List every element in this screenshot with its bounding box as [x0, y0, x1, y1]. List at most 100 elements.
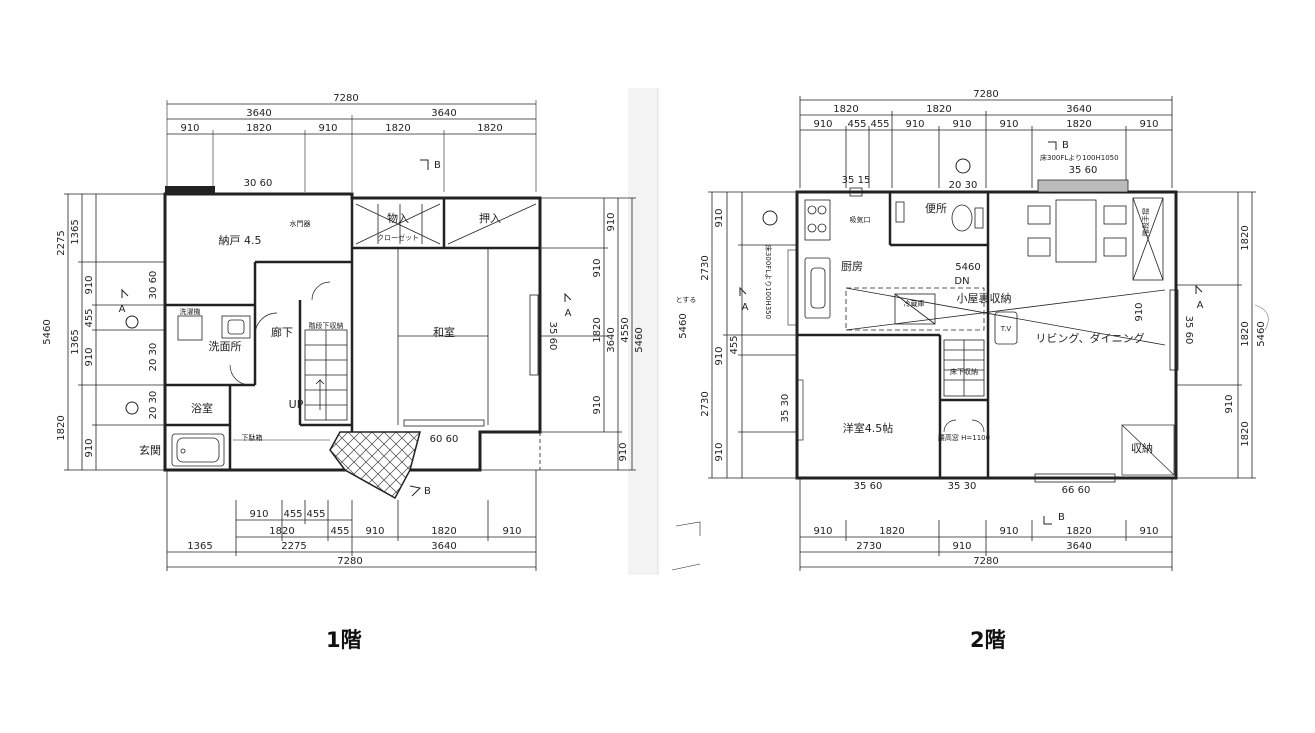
f2-dim-b1c: 910 [999, 526, 1018, 537]
f2-room-shuno: 収納 [1131, 442, 1153, 455]
f2-dim-t5: 910 [952, 119, 971, 130]
f1-dim-t3: 910 [318, 123, 337, 134]
f2-dim-t3: 455 [870, 119, 889, 130]
f1-dim-b1b: 455 [283, 509, 302, 520]
f1-dim-r910b: 910 [592, 258, 603, 277]
f1-window-3560: 35 60 [547, 322, 558, 351]
f2-section-b-top: B [1062, 140, 1069, 151]
f1-dim-r5460: 5460 [634, 327, 645, 352]
f2-dim-b1d: 1820 [1066, 526, 1091, 537]
f1-dim-t2: 1820 [246, 123, 271, 134]
f1-getabako-label: 下駄箱 [242, 433, 263, 442]
f2-room-living: リビング、ダイニング [1035, 331, 1144, 345]
f1-dim-b1c: 455 [306, 509, 325, 520]
f2-dim-total: 7280 [973, 89, 998, 100]
f1-sentakuki-label: 洗濯機 [180, 307, 201, 316]
f2-section-a-left: A [742, 302, 749, 313]
floor-2-plan [671, 96, 1269, 571]
f2-window-3530b: 35 30 [780, 394, 791, 423]
f2-dim-b1b: 1820 [879, 526, 904, 537]
f1-room-nando: 納戸 4.5 [219, 234, 262, 247]
f2-dim-l2730b: 2730 [700, 391, 711, 416]
f2-window-3515: 35 15 [842, 175, 871, 186]
f2-window-3560b: 35 60 [854, 481, 883, 492]
floor-1-labels: 7280 3640 3640 910 1820 910 1820 1820 30… [42, 93, 645, 567]
f2-room-benjo: 便所 [925, 202, 947, 215]
f1-dim-r3640: 3640 [606, 327, 617, 352]
f2-dim-l2730a: 2730 [700, 255, 711, 280]
f1-dim-b2b: 455 [330, 526, 349, 537]
f2-dim-l455: 455 [729, 335, 740, 354]
f1-dim-h2: 3640 [431, 108, 456, 119]
f1-dim-total: 7280 [333, 93, 358, 104]
f1-window-6060: 60 60 [430, 434, 459, 445]
f2-dim-r910: 910 [1134, 302, 1145, 321]
f1-dim-l1820: 1820 [56, 415, 67, 440]
f1-dim-t5: 1820 [477, 123, 502, 134]
f2-window-3530a: 35 30 [948, 481, 977, 492]
f2-dim-l910a: 910 [714, 208, 725, 227]
f1-dim-r910a: 910 [606, 212, 617, 231]
floor-2-caption: 2階 [970, 628, 1006, 652]
f2-tosuru-label: とする [676, 296, 697, 304]
f2-dim-l5460: 5460 [678, 313, 689, 338]
f1-kaidanshita-label: 階段下収納 [309, 321, 344, 330]
floor-1-plan [64, 100, 636, 571]
f1-dim-l910b: 910 [84, 347, 95, 366]
f1-section-a-right: A [565, 308, 572, 319]
f2-dim-t4: 910 [905, 119, 924, 130]
f2-floor-note3: 腰高窓 H=1100 [938, 433, 990, 442]
f2-reizo-label: 冷蔵庫 [904, 299, 925, 308]
f1-dim-t4: 1820 [385, 123, 410, 134]
f2-window-6660: 66 60 [1062, 485, 1091, 496]
f1-dim-r1820: 1820 [592, 317, 603, 342]
f2-kyukikou-label: 吸気口 [850, 215, 871, 224]
f2-room-yoshitsu: 洋室4.5帖 [843, 421, 894, 435]
f2-dim-h1: 1820 [833, 104, 858, 115]
f1-room-oshiire: 押入 [479, 211, 501, 225]
f1-window-2030a: 20 30 [148, 343, 159, 372]
f1-room-senmenjo: 洗面所 [209, 340, 242, 353]
f1-section-b-bottom: B [424, 486, 431, 497]
f2-kaiten-label: 階段手摺 [1141, 208, 1150, 236]
f1-room-washitsu: 和室 [433, 325, 455, 339]
f2-dim-t2: 455 [847, 119, 866, 130]
f1-dim-b2c: 910 [365, 526, 384, 537]
f1-dim-h1: 3640 [246, 108, 271, 119]
f1-dim-l5460: 5460 [42, 319, 53, 344]
f2-dim-b2b: 910 [952, 541, 971, 552]
f1-room-rouka: 廊下 [271, 325, 293, 339]
f2-dim-h3: 3640 [1066, 104, 1091, 115]
f1-dim-btotal: 7280 [337, 556, 362, 567]
f2-section-a-right: A [1197, 300, 1204, 311]
f1-dim-l910c: 910 [84, 438, 95, 457]
f2-dim-t7: 1820 [1066, 119, 1091, 130]
f1-stairs-up: UP [289, 398, 304, 411]
f1-dim-l2275: 2275 [56, 230, 67, 255]
floor-1-caption: 1階 [326, 628, 362, 652]
f1-dim-b2a: 1820 [269, 526, 294, 537]
f1-window-3060b: 30 60 [148, 271, 159, 300]
f1-section-b-top: B [434, 160, 441, 171]
f2-window-3560c: 35 60 [1183, 316, 1194, 345]
f1-dim-r910d: 910 [618, 442, 629, 461]
f1-dim-b2e: 910 [502, 526, 521, 537]
f1-room-monoire: 物入 [387, 211, 409, 225]
f1-dim-b1a: 910 [249, 509, 268, 520]
f2-dim-r1820a: 1820 [1240, 225, 1251, 250]
f1-window-3060: 30 60 [244, 178, 273, 189]
f1-section-a-left: A [119, 304, 126, 315]
f1-dim-t1: 910 [180, 123, 199, 134]
f2-dim-t8: 910 [1139, 119, 1158, 130]
f1-closet-label: クローゼット [377, 233, 419, 242]
f1-sensui-label: 水門器 [290, 219, 311, 228]
f1-dim-l1365b: 1365 [70, 329, 81, 354]
f2-dim-b2a: 2730 [856, 541, 881, 552]
f1-room-yokushitsu: 浴室 [191, 401, 213, 415]
f1-dim-l455: 455 [84, 308, 95, 327]
f1-dim-l1365a: 1365 [70, 219, 81, 244]
f2-floor-note1: 床300FLより100H350 [764, 245, 773, 319]
f2-dim-5460: 5460 [955, 262, 980, 273]
f2-dim-r910b: 910 [1224, 394, 1235, 413]
